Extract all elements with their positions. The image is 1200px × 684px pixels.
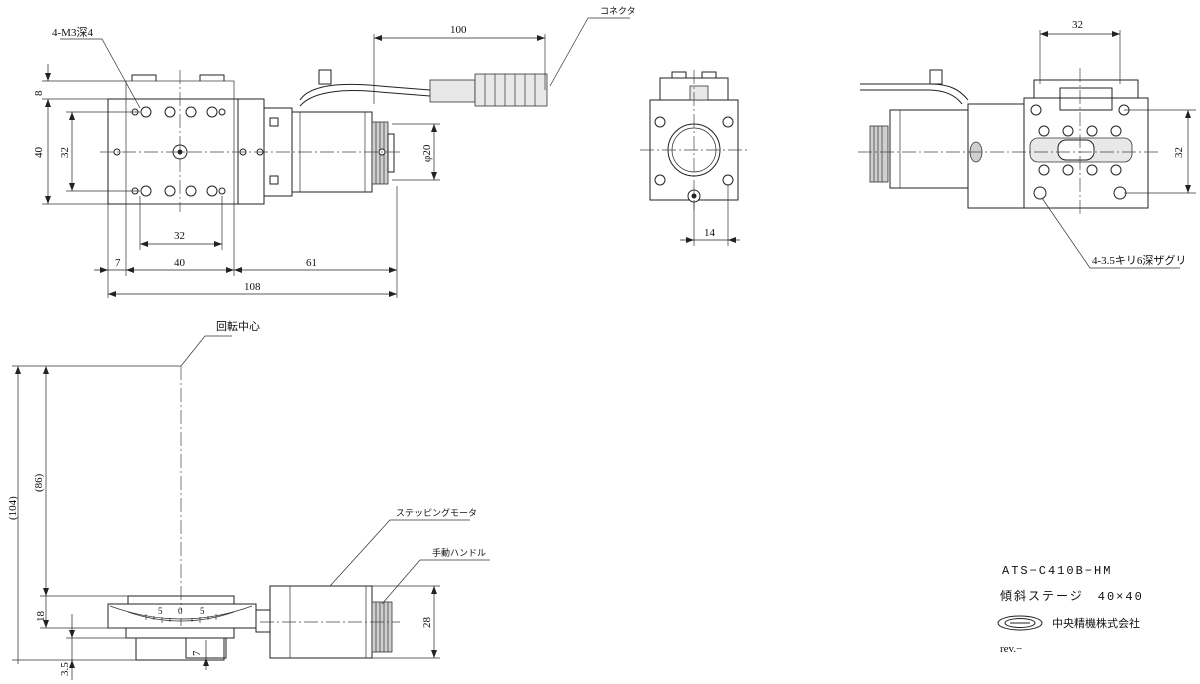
model-number: ATS−C410B−HM (1002, 564, 1112, 578)
side-dim-32-vertical: 32 (1173, 147, 1185, 158)
dim-108: 108 (244, 281, 261, 293)
dim-40-vertical: 40 (33, 147, 45, 159)
rotation-center-callout: 回転中心 (216, 320, 260, 333)
dim-28: 28 (421, 617, 433, 629)
connector-callout: コネクタ (600, 6, 636, 16)
tapped-holes-callout: 4-M3深4 (52, 26, 93, 39)
dim-32-horizontal: 32 (174, 230, 185, 242)
revision: rev.− (1000, 643, 1022, 655)
title-block (997, 615, 1043, 631)
scale-label-left: 5 (158, 606, 163, 616)
side-view (858, 30, 1196, 269)
dim-104: (104) (7, 496, 19, 520)
dim-40-horizontal: 40 (174, 257, 186, 269)
counterbore-callout: 4-3.5キリ6深ザグリ (1092, 253, 1186, 267)
dim-7-front: 7 (191, 650, 203, 656)
top-view (42, 17, 630, 298)
dim-8: 8 (33, 90, 45, 96)
dim-86: (86) (33, 473, 45, 492)
dim-3-5: 3.5 (59, 662, 71, 676)
dim-14: 14 (704, 227, 716, 239)
front-view (12, 335, 490, 680)
dim-phi20: φ20 (421, 144, 433, 162)
stepping-motor-callout: ステッピングモータ (396, 507, 477, 518)
dim-18: 18 (35, 611, 47, 623)
stage-description: 傾斜ステージ 40×40 (1000, 589, 1144, 604)
dim-32-vertical: 32 (59, 147, 71, 158)
company-logo (997, 615, 1043, 631)
hand-knob-callout: 手動ハンドル (432, 547, 486, 558)
side-dim-32-horizontal: 32 (1072, 19, 1083, 31)
end-view (640, 70, 748, 246)
scale-label-right: 5 (200, 606, 205, 616)
scale-label-center: 0 (178, 606, 183, 616)
company-name: 中央精機株式会社 (1052, 616, 1140, 630)
dim-7: 7 (115, 257, 121, 269)
dim-100: 100 (450, 24, 467, 36)
dim-61: 61 (306, 257, 317, 269)
